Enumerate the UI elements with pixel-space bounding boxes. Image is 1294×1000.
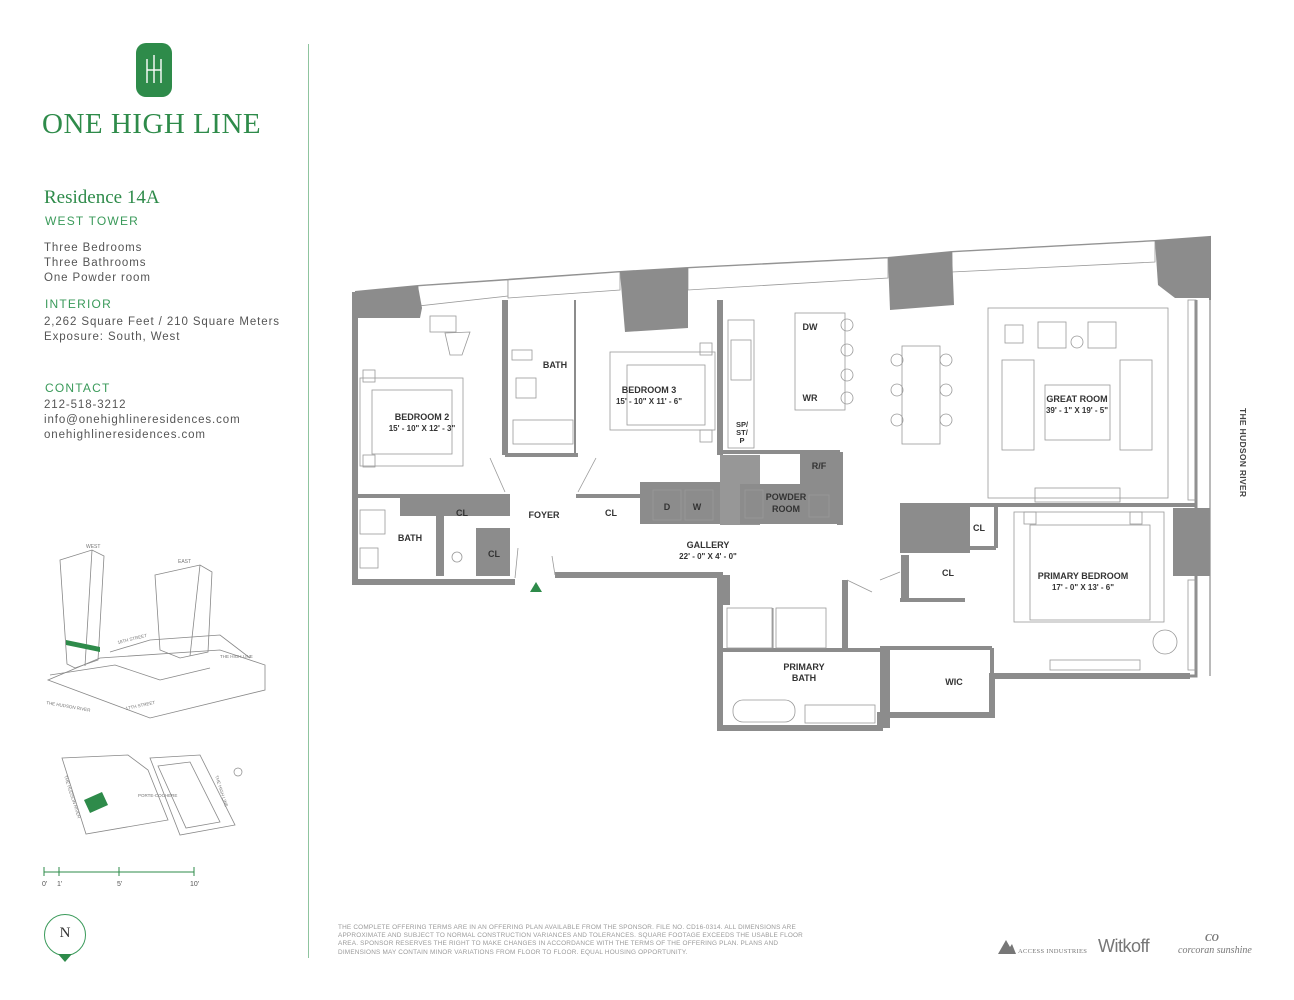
label-d: D [664,502,671,512]
site-plan-label-hudson: THE HUDSON RIVER [63,775,82,820]
label-great-room: GREAT ROOM [1046,394,1107,404]
label-sp-3: P [739,436,744,445]
label-bedroom-2: BEDROOM 2 [395,412,450,422]
label-sp-2: ST/ [736,428,749,437]
nightstand-icon [1129,511,1143,525]
residence-title: Residence 14A [44,187,160,208]
scale-label-10: 10' [190,881,199,888]
floor-plan-interior-walls [355,300,1196,715]
dims-bedroom-3: 15' - 10" X 11' - 6" [616,397,682,406]
contact-website[interactable]: onehighlineresidences.com [44,429,206,441]
interior-exposure: Exposure: South, West [44,331,181,343]
partner-witkoff: Witkoff [1098,936,1150,956]
cooktop-icon [730,339,752,381]
site-plan: THE HUDSON RIVER PORTE-COCHERE THE HIGH … [61,754,243,836]
label-wr: WR [803,393,818,403]
tower-name: WEST TOWER [45,214,140,228]
contact-details: 212-518-3212 info@onehighlineresidences.… [44,398,241,443]
label-bedroom-3: BEDROOM 3 [622,385,677,395]
floor-plan-walls [352,235,1211,731]
site-plan-label-porte: PORTE-COCHERE [138,793,177,798]
diagram-label-hudson: THE HUDSON RIVER [46,700,92,713]
label-gallery: GALLERY [687,540,730,550]
dims-gallery: 22' - 0" X 4' - 0" [679,552,737,561]
brand-name: ONE HIGH LINE [42,108,262,140]
interior-area: 2,262 Square Feet / 210 Square Meters [44,316,280,328]
compass-pointer-icon [58,954,72,962]
building-diagram: WEST EAST 18TH STREET THE HIGH LINE THE … [46,544,266,719]
interior-heading: INTERIOR [45,297,112,311]
scale-label-0: 0' [42,881,47,888]
floor-plan-doors [489,457,901,593]
nightstand-icon [699,429,713,443]
dims-primary-bedroom: 17' - 0" X 13' - 6" [1052,583,1114,592]
compass-label: N [59,925,71,941]
one-high-line-logo-icon [136,43,172,97]
floor-plan: BEDROOM 2 15' - 10" X 12' - 3" BATH BEDR… [352,235,1211,731]
interior-details: 2,262 Square Feet / 210 Square Meters Ex… [44,315,280,345]
label-bath-top: BATH [543,360,567,370]
feature-powder: One Powder room [44,272,151,284]
legal-disclaimer: THE COMPLETE OFFERING TERMS ARE IN AN OF… [338,924,803,956]
label-bath-left: BATH [398,533,422,543]
diagram-label-west: WEST [86,544,100,550]
label-cl-1: CL [456,508,468,518]
label-primary-bedroom: PRIMARY BEDROOM [1038,571,1129,581]
nightstand-icon [1023,511,1037,525]
label-primary-bath-1: PRIMARY [783,662,824,672]
label-powder-1: POWDER [766,492,807,502]
label-cl-2: CL [488,549,500,559]
site-plan-residence-highlight [84,792,108,813]
residence-features: Three Bedrooms Three Bathrooms One Powde… [44,241,151,286]
partner-corcoran-mark: CO [1205,933,1219,944]
label-wic: WIC [945,677,963,687]
label-dw: DW [803,322,818,332]
label-rf: R/F [812,461,827,471]
contact-heading: CONTACT [45,381,111,395]
diagram-residence-highlight [66,640,100,652]
diagram-ground-plane [46,649,266,719]
access-industries-mountain-icon [998,940,1016,954]
contact-phone[interactable]: 212-518-3212 [44,399,127,411]
label-powder-2: ROOM [772,504,800,514]
feature-bedrooms: Three Bedrooms [44,242,143,254]
partner-corcoran-sunshine: corcoran sunshine [1178,945,1252,956]
dims-great-room: 39' - 1" X 19' - 5" [1046,406,1108,415]
diagram-label-17th: 17TH STREET [125,700,156,711]
label-w: W [693,502,702,512]
floor-plan-furniture [359,299,1197,724]
nightstand-icon [699,342,713,356]
site-plan-compass-icon [233,767,243,777]
diagram-east-tower [154,564,213,659]
bathtub-icon [732,699,796,723]
nightstand-icon [362,454,376,468]
site-plan-west-lot [61,754,169,835]
dims-bedroom-2: 15' - 10" X 12' - 3" [389,424,456,433]
chair-icon [1152,629,1178,655]
feature-bathrooms: Three Bathrooms [44,257,147,269]
label-cl-3: CL [605,508,617,518]
label-sp-1: SP/ [736,420,749,429]
label-primary-bath-2: BATH [792,673,816,683]
diagram-label-high-line: THE HIGH LINE [220,654,253,659]
site-plan-label-high-line: THE HIGH LINE [214,775,229,808]
diagram-label-east: EAST [178,559,191,565]
label-cl-5: CL [942,568,954,578]
entry-marker-icon [530,582,542,592]
label-foyer: FOYER [528,510,560,520]
scale-label-5: 5' [117,881,122,888]
partner-access-industries: ACCESS INDUSTRIES [1018,948,1088,955]
contact-email[interactable]: info@onehighlineresidences.com [44,414,241,426]
site-plan-east-lot [149,754,236,836]
label-cl-4: CL [973,523,985,533]
diagram-label-18th: 18TH STREET [117,633,148,645]
scale-bar: 0' 1' 5' 10' [42,867,199,888]
scale-label-1: 1' [57,881,62,888]
panel-divider [308,44,309,958]
nightstand-icon [362,369,376,383]
river-label: THE HUDSON RIVER [1238,408,1248,498]
